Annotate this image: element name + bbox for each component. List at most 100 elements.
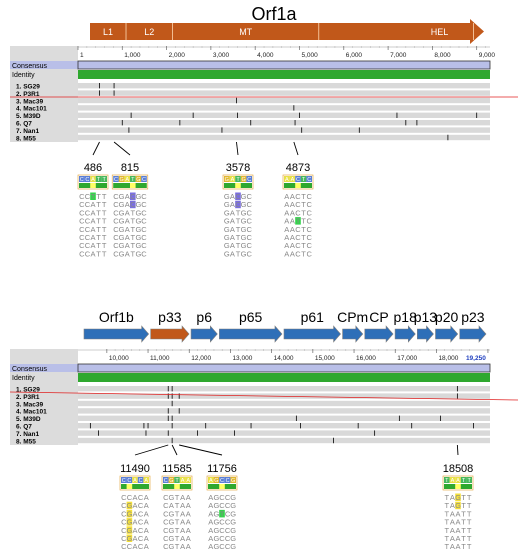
aligned-base: C — [163, 526, 169, 535]
aligned-base: C — [79, 249, 85, 258]
ruler-tick-label: 7,000 — [390, 52, 407, 59]
aligned-base: G — [119, 241, 125, 250]
aligned-base: C — [113, 225, 119, 234]
aligned-base: A — [144, 493, 149, 502]
aligned-base: C — [113, 192, 119, 201]
header-base: T — [462, 478, 466, 484]
header-base-cell — [224, 176, 230, 182]
aligned-base: T — [96, 241, 101, 250]
aligned-base: A — [186, 542, 191, 550]
aligned-base: G — [213, 534, 219, 543]
variant-position: 4873 — [286, 162, 310, 174]
aligned-base: A — [90, 208, 95, 217]
aligned-base: C — [130, 192, 136, 201]
aligned-base: A — [132, 526, 137, 535]
aligned-base: A — [290, 225, 295, 234]
header-base-cell — [121, 477, 127, 483]
aligned-base: T — [461, 534, 466, 543]
aligned-base: C — [79, 192, 85, 201]
ruler-tick-label: 13,000 — [232, 355, 252, 362]
aligned-base: A — [180, 509, 185, 518]
variant-position: 11585 — [162, 463, 192, 475]
aligned-base: T — [102, 200, 107, 209]
aligned-base: C — [138, 534, 144, 543]
orf1b-red-marker-line — [9, 391, 518, 401]
aligned-base: C — [163, 518, 169, 527]
orf1b-variant-callouts: 11490CCACACCCCCCCCCGGGGGCCAAAAAAAACCCCCC… — [119, 444, 474, 550]
aligned-base: A — [186, 526, 191, 535]
ruler-tick-label: 11,000 — [150, 355, 170, 362]
sequence-name: 6. Q7 — [16, 424, 32, 431]
gene-arrow — [219, 325, 283, 343]
aligned-base: T — [301, 192, 306, 201]
header-base-cell — [113, 176, 119, 182]
header-base: A — [186, 478, 190, 484]
aligned-base: A — [90, 249, 95, 258]
aligned-base: G — [126, 534, 132, 543]
header-base: A — [144, 478, 148, 484]
aligned-base: C — [79, 217, 85, 226]
aligned-base: C — [225, 526, 231, 535]
aligned-base: T — [96, 233, 101, 242]
aligned-base: C — [138, 542, 144, 550]
aligned-base: C — [130, 200, 136, 209]
gene-label: p23 — [461, 309, 485, 325]
sequence-name: 2. P3R1 — [16, 394, 40, 401]
callout-leader — [179, 444, 223, 456]
header-base: A — [285, 177, 289, 183]
sequence-name: 7. Nan1 — [16, 128, 40, 135]
aligned-base: C — [225, 493, 231, 502]
aligned-base: A — [125, 217, 130, 226]
gene-label: p33 — [158, 309, 182, 325]
header-base-cell — [135, 176, 142, 182]
orf1a-title: Orf1a — [251, 4, 297, 24]
header-base-cell — [213, 477, 220, 483]
aligned-base: C — [85, 225, 91, 234]
callout-leader — [293, 141, 299, 156]
aligned-base: G — [119, 192, 125, 201]
aligned-base: G — [224, 241, 230, 250]
sequence-row-track — [78, 112, 490, 118]
aligned-base: A — [90, 241, 95, 250]
header-base: A — [125, 177, 129, 183]
aligned-base: A — [290, 249, 295, 258]
aligned-base: A — [284, 192, 289, 201]
aligned-base: C — [85, 233, 91, 242]
aligned-base: T — [175, 493, 180, 502]
aligned-base: A — [230, 249, 235, 258]
aligned-base: A — [125, 208, 130, 217]
aligned-base: T — [175, 542, 180, 550]
aligned-base: C — [246, 192, 252, 201]
header-base: T — [445, 478, 449, 484]
aligned-base: C — [138, 501, 144, 510]
ruler-tick-label: 5,000 — [301, 52, 318, 59]
aligned-base: C — [79, 208, 85, 217]
aligned-base: G — [224, 249, 230, 258]
aligned-base: A — [455, 509, 460, 518]
sequence-name: 8. M55 — [16, 135, 36, 142]
variant-base-highlight — [126, 526, 133, 534]
aligned-base: A — [208, 509, 213, 518]
aligned-base: A — [208, 526, 213, 535]
header-base-cell — [219, 477, 225, 483]
aligned-base: G — [241, 249, 247, 258]
aligned-base: C — [138, 518, 144, 527]
ruler-tick-label: 2,000 — [169, 52, 186, 59]
aligned-base: G — [119, 249, 125, 258]
variant-base-highlight — [455, 501, 461, 510]
aligned-base: C — [85, 208, 91, 217]
aligned-base: T — [301, 217, 306, 226]
aligned-base: T — [461, 509, 466, 518]
domain-label: MT — [239, 27, 252, 37]
sequence-name: 4. Mac101 — [16, 409, 47, 416]
aligned-base: G — [213, 542, 219, 550]
aligned-base: T — [102, 208, 107, 217]
ruler-tick-label: 9,000 — [479, 52, 496, 59]
ruler-tick-label: 1,000 — [124, 52, 141, 59]
aligned-base: A — [180, 501, 185, 510]
header-base-cell — [460, 477, 467, 483]
header-base: C — [122, 478, 126, 484]
aligned-base: T — [445, 534, 450, 543]
aligned-base: T — [96, 200, 101, 209]
